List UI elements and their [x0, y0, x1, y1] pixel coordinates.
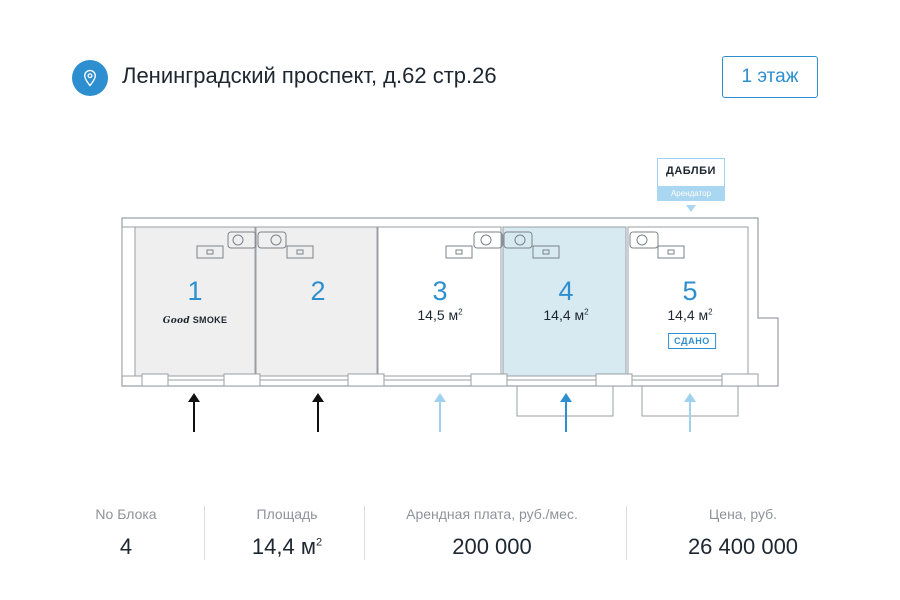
unit-area: 14,5 м2 [417, 307, 463, 323]
unit-1-room[interactable] [134, 226, 256, 377]
info-price: Цена, руб. 26 400 000 [670, 506, 816, 560]
status-badge: СДАНО [668, 333, 716, 349]
entrance-arrow-icon [188, 393, 200, 432]
facade-pillar [347, 373, 385, 387]
entrance-arrow-icon [434, 393, 446, 432]
unit-2-label[interactable]: 2 [310, 276, 325, 307]
location-pin-icon [72, 60, 108, 96]
page-title: Ленинградский проспект, д.62 стр.26 [122, 63, 497, 88]
info-block-number: No Блока 4 [90, 506, 162, 560]
tenant-role: Арендатор [657, 186, 725, 201]
info-area: Площадь 14,4 м2 [228, 506, 346, 560]
unit-area: 14,4 м2 [543, 307, 589, 323]
info-rent: Арендная плата, руб./мес. 200 000 [392, 506, 592, 560]
unit-3-label[interactable]: 3 14,5 м2 [417, 276, 462, 323]
floor-plan [121, 217, 779, 432]
facade-pillar [721, 373, 759, 387]
info-value: 200 000 [452, 534, 532, 559]
info-label: Цена, руб. [708, 506, 778, 522]
info-label: Арендная плата, руб./мес. [406, 506, 578, 522]
info-value: 4 [119, 534, 133, 559]
unit-number: 5 [682, 276, 698, 306]
wall-segment [121, 226, 136, 377]
facade-pillar [141, 373, 169, 387]
unit-number: 1 [187, 276, 203, 306]
info-label: Площадь [256, 506, 318, 522]
divider [204, 506, 205, 560]
info-value: 14,4 м2 [251, 534, 323, 559]
toilet-fixture-icon [629, 231, 685, 259]
unit-4-label[interactable]: 4 14,4 м2 [543, 276, 588, 323]
unit-5-label[interactable]: 5 14,4 м2 [667, 276, 712, 323]
unit-4-room[interactable] [502, 226, 627, 377]
floor-selector-button[interactable]: 1 этаж [722, 56, 818, 98]
info-label: No Блока [95, 506, 157, 522]
unit-number: 2 [310, 276, 326, 306]
entrance-arrow-icon [312, 393, 324, 432]
facade-pillar [470, 373, 508, 387]
divider [364, 506, 365, 560]
unit-5-room[interactable] [627, 226, 749, 377]
unit-1-label[interactable]: 1 Good SMOKE [163, 276, 228, 326]
unit-number: 3 [432, 276, 448, 306]
entrance-arrow-icon [684, 393, 696, 432]
tenant-logo: Good SMOKE [162, 315, 228, 326]
toilet-fixture-icon [196, 231, 314, 259]
unit-3-room[interactable] [377, 226, 502, 377]
unit-area: 14,4 м2 [667, 307, 713, 323]
entrance-arrow-icon [560, 393, 572, 432]
tenant-name: ДАБЛБИ [666, 165, 716, 177]
facade-pillar [223, 373, 261, 387]
info-value: 26 400 000 [687, 534, 799, 559]
toilet-fixture-icon [445, 231, 560, 259]
tenant-pointer-icon [686, 205, 696, 212]
unit-2-room[interactable] [255, 226, 378, 377]
tenant-tag: ДАБЛБИ Арендатор [657, 158, 725, 201]
facade-pillar [595, 373, 633, 387]
divider [626, 506, 627, 560]
unit-number: 4 [558, 276, 574, 306]
